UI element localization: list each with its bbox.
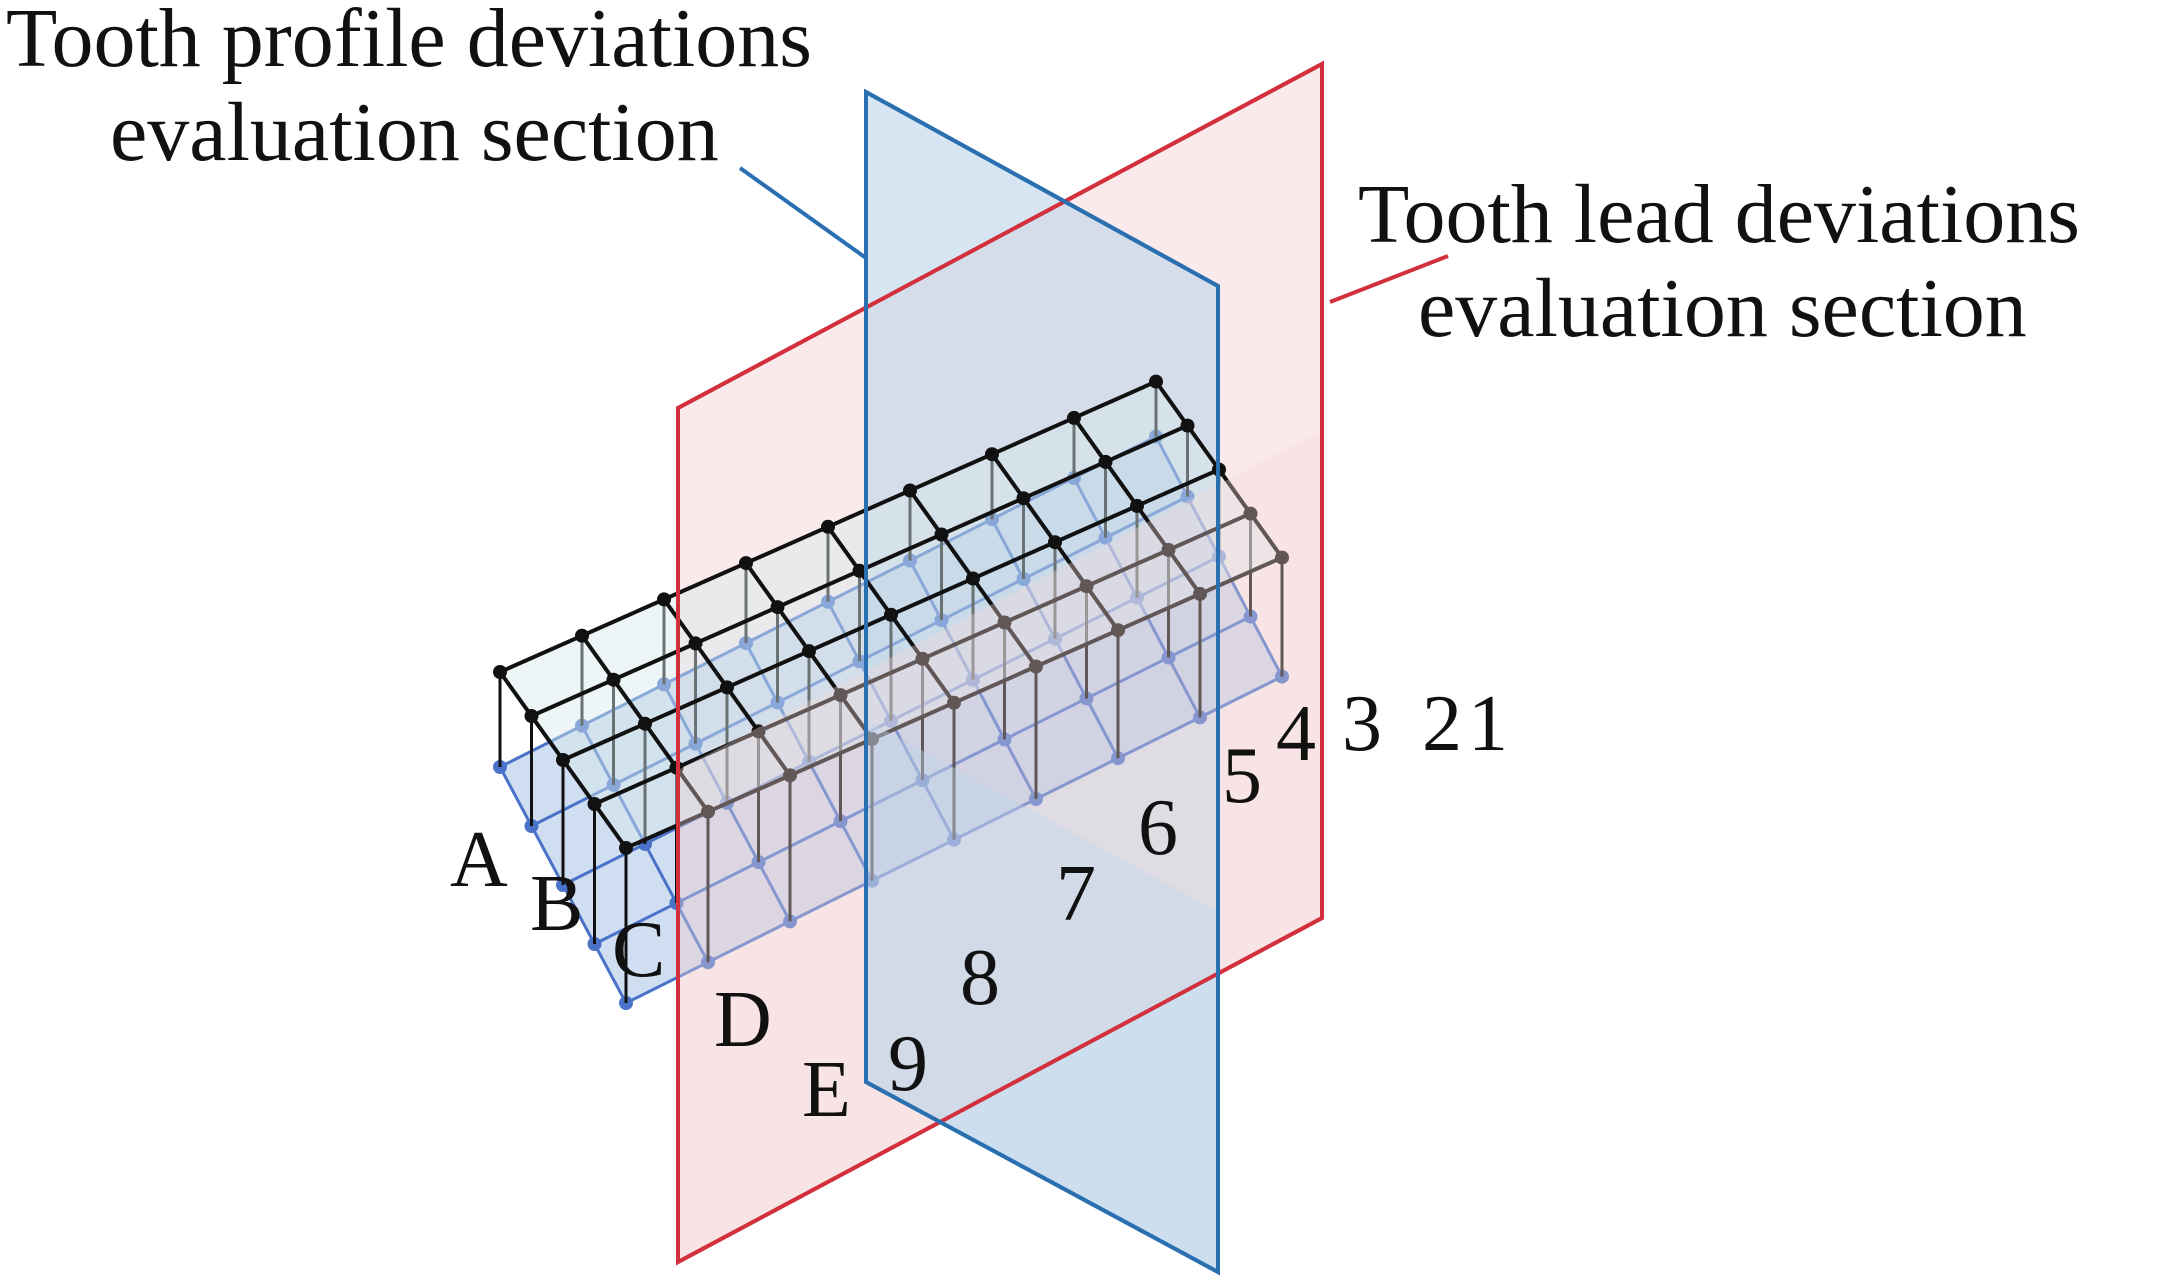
nominal-grid-mesh bbox=[493, 374, 1289, 855]
lead-evaluation-plane-edge bbox=[676, 60, 1324, 1266]
nominal-node bbox=[947, 695, 961, 710]
column-label-9: 9 bbox=[888, 1020, 928, 1108]
evaluation-planes-front bbox=[676, 60, 1324, 1276]
column-label-3: 3 bbox=[1342, 680, 1382, 768]
nominal-node bbox=[751, 724, 766, 739]
nominal-node bbox=[524, 709, 539, 723]
nominal-node bbox=[1079, 579, 1094, 594]
column-label-5: 5 bbox=[1222, 732, 1262, 820]
column-label-4: 4 bbox=[1276, 690, 1316, 778]
profile-section-leader bbox=[738, 166, 868, 260]
nominal-node bbox=[770, 600, 785, 615]
lead-section-label-line1: Tooth lead deviations bbox=[1358, 168, 2080, 261]
nominal-node bbox=[915, 651, 930, 666]
nominal-node bbox=[1180, 418, 1195, 433]
row-label-b: B bbox=[530, 860, 583, 948]
nominal-node bbox=[1098, 454, 1113, 469]
profile-evaluation-plane-edge bbox=[864, 88, 1220, 1276]
nominal-node bbox=[657, 592, 671, 607]
nominal-node bbox=[701, 804, 715, 819]
nominal-node bbox=[1275, 550, 1289, 565]
nominal-node bbox=[688, 636, 703, 651]
nominal-node bbox=[1130, 498, 1144, 513]
nominal-node bbox=[865, 732, 879, 747]
nominal-node bbox=[821, 519, 835, 534]
nominal-node bbox=[903, 483, 917, 498]
column-label-7: 7 bbox=[1056, 850, 1096, 938]
nominal-node bbox=[739, 556, 753, 571]
nominal-node bbox=[493, 665, 507, 679]
nominal-node bbox=[833, 688, 848, 703]
profile-section-label-line2: evaluation section bbox=[110, 86, 719, 179]
nominal-node bbox=[1193, 586, 1207, 601]
nominal-node bbox=[997, 615, 1012, 630]
column-label-2: 2 bbox=[1422, 680, 1462, 768]
nominal-node bbox=[587, 797, 602, 811]
nominal-node bbox=[1243, 506, 1258, 521]
nominal-node bbox=[720, 680, 734, 695]
nominal-node bbox=[783, 768, 797, 783]
nominal-node bbox=[966, 571, 980, 586]
lead-section-leader bbox=[1329, 254, 1449, 304]
nominal-node bbox=[1161, 542, 1176, 557]
lead-evaluation-plane-front bbox=[678, 430, 1322, 1262]
nominal-node bbox=[1067, 410, 1081, 425]
profile-section-label-line1: Tooth profile deviations bbox=[6, 0, 812, 85]
nominal-node bbox=[619, 841, 633, 855]
nominal-node bbox=[884, 607, 898, 622]
nominal-node bbox=[852, 563, 867, 578]
nominal-node bbox=[638, 716, 652, 731]
row-label-a: A bbox=[450, 816, 508, 904]
nominal-node bbox=[802, 644, 816, 659]
row-label-e: E bbox=[802, 1046, 851, 1134]
nominal-node bbox=[1029, 659, 1043, 674]
nominal-node bbox=[1111, 623, 1125, 638]
nominal-node bbox=[985, 447, 999, 462]
row-label-c: C bbox=[612, 906, 665, 994]
nominal-node bbox=[1048, 535, 1062, 550]
nominal-node bbox=[575, 628, 589, 643]
nominal-node bbox=[1016, 491, 1031, 506]
nominal-node bbox=[606, 672, 621, 687]
nominal-node bbox=[556, 753, 570, 767]
column-label-6: 6 bbox=[1138, 784, 1178, 872]
row-label-d: D bbox=[714, 976, 772, 1064]
nominal-node bbox=[934, 527, 949, 542]
column-label-8: 8 bbox=[960, 934, 1000, 1022]
nominal-node bbox=[1149, 374, 1163, 389]
column-label-1: 1 bbox=[1468, 680, 1508, 768]
profile-evaluation-plane-front bbox=[866, 720, 1218, 1272]
lead-section-label-line2: evaluation section bbox=[1418, 262, 2027, 355]
